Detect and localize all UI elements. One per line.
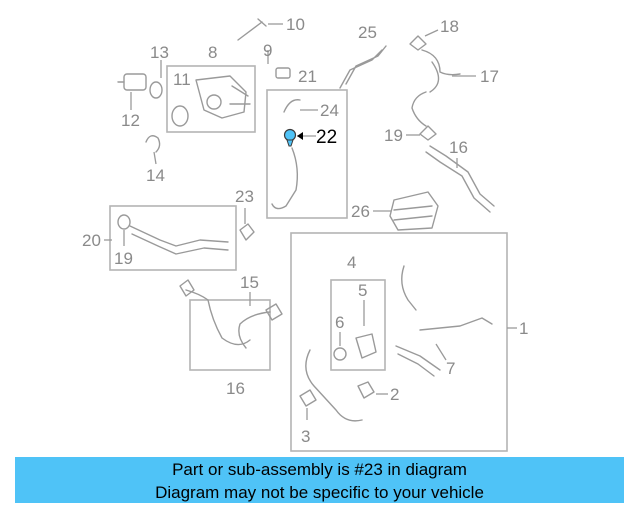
callout-19-lower: 19	[384, 126, 403, 145]
info-banner: Part or sub-assembly is #23 in diagram D…	[15, 457, 624, 503]
callout-7: 7	[446, 359, 455, 378]
part-15-hose	[238, 311, 271, 349]
part-10-bolt	[237, 18, 267, 41]
callout-17: 16	[449, 138, 468, 157]
callout-9: 9	[263, 41, 272, 60]
callout-27: 26	[351, 202, 370, 221]
part-19-clamp-lower	[419, 125, 437, 141]
part-9-fitting	[275, 67, 291, 79]
part-3-clip	[299, 389, 317, 407]
callout-1: 1	[519, 319, 528, 338]
callout-23-arrow	[297, 132, 303, 140]
callout-14: 14	[146, 166, 165, 185]
part-18-hose	[411, 49, 461, 127]
part-11-gasket	[171, 105, 189, 127]
callout-18: 17	[480, 67, 499, 86]
part-27-cooler	[389, 191, 439, 231]
part-12-sensor	[117, 73, 147, 91]
part-18-hose-mid	[429, 61, 440, 93]
callout-11: 11	[173, 70, 191, 89]
part-22-tube	[271, 147, 299, 210]
callout-24: 23	[235, 187, 254, 206]
part-23-highlighted	[283, 128, 297, 147]
part-13-seal	[149, 81, 163, 99]
part-1-pipe-right	[419, 317, 493, 331]
callout-3: 3	[301, 427, 310, 446]
group-box-1	[290, 232, 508, 452]
callout-2: 2	[390, 385, 399, 404]
part-8-housing	[195, 75, 251, 119]
group-box-22	[266, 89, 348, 219]
part-2-clip	[357, 381, 375, 399]
callout-22: 21	[298, 67, 317, 86]
part-24-clip	[239, 223, 255, 241]
callout-6: 6	[335, 313, 344, 332]
part-16-hose	[185, 289, 251, 346]
callout-19-upper: 18	[440, 17, 459, 36]
part-14-hose	[145, 135, 161, 153]
callout-12: 12	[121, 111, 140, 130]
part-17-pipe	[425, 145, 495, 213]
part-19-clamp-upper	[409, 35, 427, 51]
callout-20: 20	[82, 231, 101, 250]
banner-line-2: Diagram may not be specific to your vehi…	[155, 483, 484, 502]
callout-13: 13	[150, 43, 169, 62]
callout-21: 19	[114, 249, 133, 268]
part-16-clip	[179, 279, 195, 297]
callout-5: 5	[358, 281, 367, 300]
part-21-seal	[117, 214, 131, 230]
callout-15: 15	[240, 273, 259, 292]
callout-16: 16	[226, 379, 245, 398]
part-6-ring	[333, 347, 347, 361]
group-box-16	[189, 299, 271, 371]
part-26-pipe	[339, 45, 387, 89]
callout-26: 25	[358, 23, 377, 42]
part-1-hose-long	[305, 349, 363, 422]
part-5-fitting	[355, 333, 377, 359]
callout-10: 10	[286, 15, 305, 34]
callout-8: 8	[208, 43, 217, 62]
part-1-pipe-top	[401, 265, 417, 311]
group-box-4	[330, 279, 386, 371]
callout-23: 22	[316, 127, 337, 148]
banner-line-1: Part or sub-assembly is #23 in diagram	[172, 460, 467, 479]
group-box-8	[166, 65, 256, 133]
callout-4: 4	[347, 253, 356, 272]
parts-diagram: 10 9 13 8 11 12 14 25 21 24 22 18 17 19 …	[82, 15, 528, 452]
part-15-clip	[265, 303, 283, 321]
part-20-pipe	[129, 225, 229, 255]
callout-25: 24	[320, 101, 339, 120]
part-7-hose	[395, 345, 441, 377]
part-25-hose	[283, 99, 301, 113]
group-box-20	[109, 205, 237, 271]
